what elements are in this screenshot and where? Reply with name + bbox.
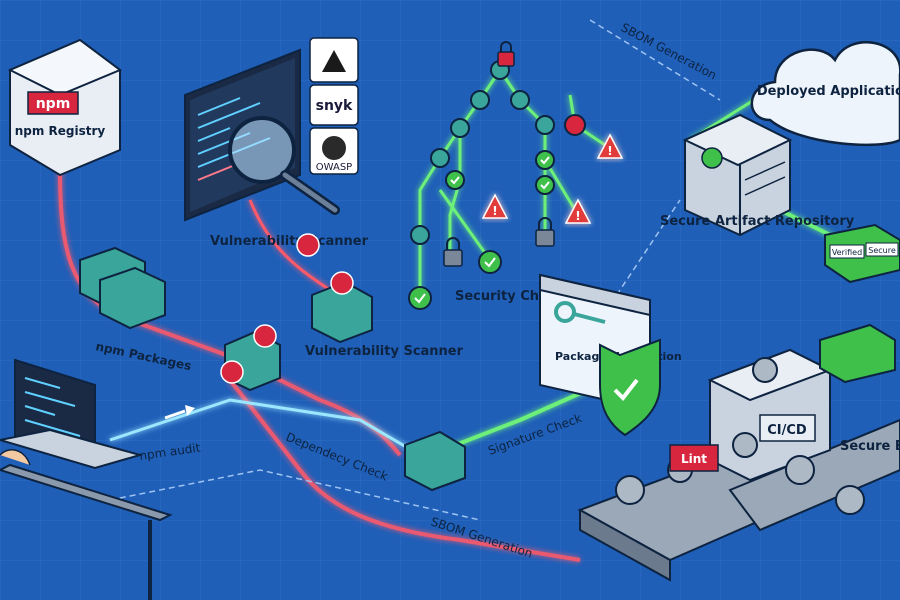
hand: [0, 449, 31, 466]
npm-registry-label: npm Registry: [15, 124, 106, 138]
dobby-icon: [322, 50, 346, 72]
snyk-text: snyk: [316, 98, 353, 114]
check-icon: [478, 250, 502, 274]
vulnerability-scanner-top: Vulnerability Scanner: [184, 48, 369, 249]
check-icon: [408, 286, 432, 310]
lock-icon: [535, 217, 555, 247]
deployed-application: Deployed Application: [750, 41, 900, 147]
warning-icon: !: [596, 133, 624, 159]
desk: [0, 463, 173, 522]
lint-badge: [669, 444, 719, 472]
snyk-badge: [309, 84, 359, 126]
skull-icon: [220, 360, 244, 384]
deployed-application-label: Deployed Application: [757, 84, 900, 99]
verified-label: Verified: [832, 248, 862, 257]
gear-icon: [615, 475, 645, 505]
lock-icon: [443, 237, 463, 267]
verified-crates-top: Verified Secure: [824, 223, 900, 284]
check-icon: [535, 175, 555, 195]
sync-icon: [701, 147, 723, 169]
secure-build-pipeline-label: Secure B... Pipeline: [840, 439, 900, 454]
check-icon: [445, 170, 465, 190]
npm-registry: npm npm Registry: [7, 38, 122, 177]
tool-badges: snyk OWASP: [309, 37, 359, 175]
dependency-tree: ! ! !: [408, 41, 624, 310]
svg-text:!: !: [607, 144, 612, 158]
secure-artifact-repository-label: Secure Artifact Repository: [660, 214, 855, 229]
npm-logo: [27, 91, 79, 115]
warning-icon: !: [564, 198, 592, 224]
conveyor-belt: [728, 418, 900, 532]
ci-cd-label: CI/CD: [767, 423, 807, 438]
vulnerability-scanner-top-label: Vulnerability Scanner: [210, 234, 369, 249]
svg-text:!: !: [575, 209, 580, 223]
secure-label: Secure: [868, 246, 896, 255]
arrow-head: [185, 405, 195, 416]
secure-artifact-repository: Secure Artifact Repository: [660, 113, 855, 237]
laptop-keyboard: [0, 428, 144, 470]
gear-icon: [752, 357, 778, 383]
lint-label: Lint: [681, 452, 707, 466]
gear-icon: [732, 432, 758, 458]
skull-icon: [330, 271, 354, 295]
check-icon: [535, 150, 555, 170]
skull-icon: [296, 233, 320, 257]
npm-logo-text: npm: [36, 96, 71, 112]
svg-text:!: !: [492, 204, 497, 218]
key-icon: [554, 301, 576, 323]
verified-crates-bottom: [819, 323, 896, 384]
warning-icon: !: [481, 193, 509, 219]
skull-icon: [564, 114, 586, 136]
skull-icons: [220, 233, 354, 384]
package-verification: Package Verification: [539, 273, 682, 437]
owasp-icon: [322, 136, 346, 160]
gear-icon: [835, 485, 865, 515]
lock-icon: [497, 41, 515, 67]
ci-cd-pipeline: CI/CD Lint Secure B... Pipeline: [577, 323, 900, 582]
vulnerability-scanner-mid-label: Vulnerability Scanner: [305, 344, 464, 359]
magnifier-icon: [228, 116, 296, 184]
cloud-icon: [750, 41, 900, 147]
arrow-icon: [164, 409, 186, 420]
developer-workstation: npm audit: [0, 358, 201, 600]
owasp-text: OWASP: [316, 162, 352, 173]
skull-icon: [253, 324, 277, 348]
gear-icon: [785, 455, 815, 485]
